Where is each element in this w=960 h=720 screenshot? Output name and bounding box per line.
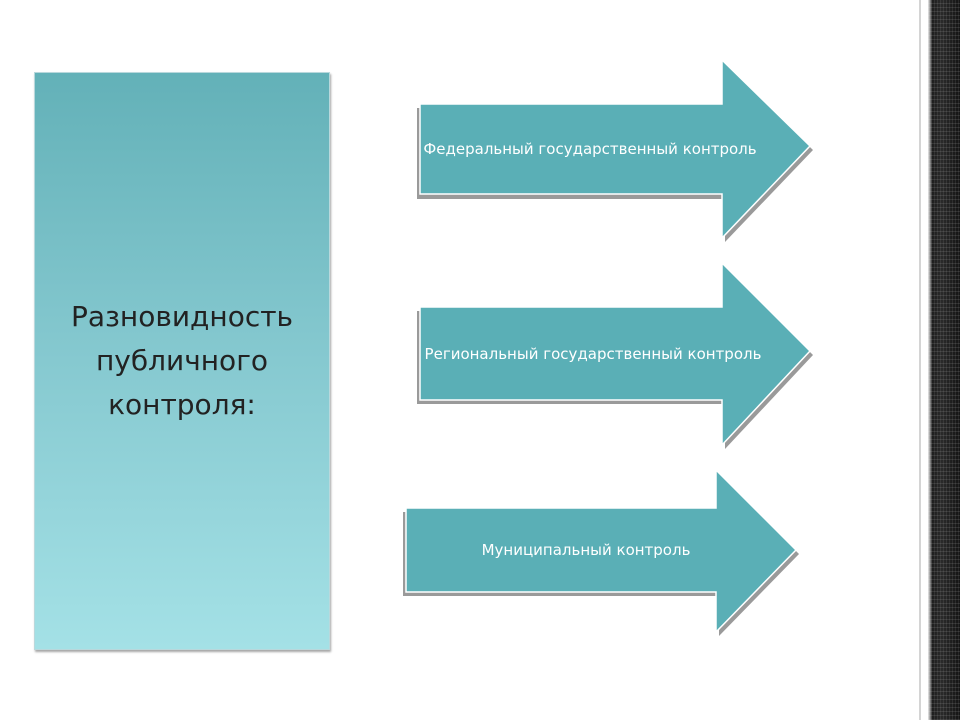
arrow-label: Региональный государственный контроль — [424, 344, 762, 363]
edge-line — [919, 0, 921, 720]
arrow-regional-control: Региональный государственный контроль — [414, 261, 824, 453]
arrow-shape — [417, 58, 813, 242]
arrow-body — [419, 58, 812, 240]
arrow-federal-control: Федеральный государственный контроль — [414, 58, 824, 246]
arrow-body — [405, 468, 798, 634]
arrow-label: Федеральный государственный контроль — [423, 140, 757, 158]
main-category-box: Разновидность публичного контроля: — [34, 72, 330, 650]
main-category-title: Разновидность публичного контроля: — [70, 300, 294, 421]
arrow-body — [419, 261, 812, 447]
decorative-edge-border — [928, 0, 960, 720]
arrow-shape — [417, 261, 813, 449]
arrow-label: Муниципальный контроль — [481, 541, 691, 559]
arrow-municipal-control: Муниципальный контроль — [400, 468, 810, 638]
arrow-shape — [403, 468, 799, 636]
